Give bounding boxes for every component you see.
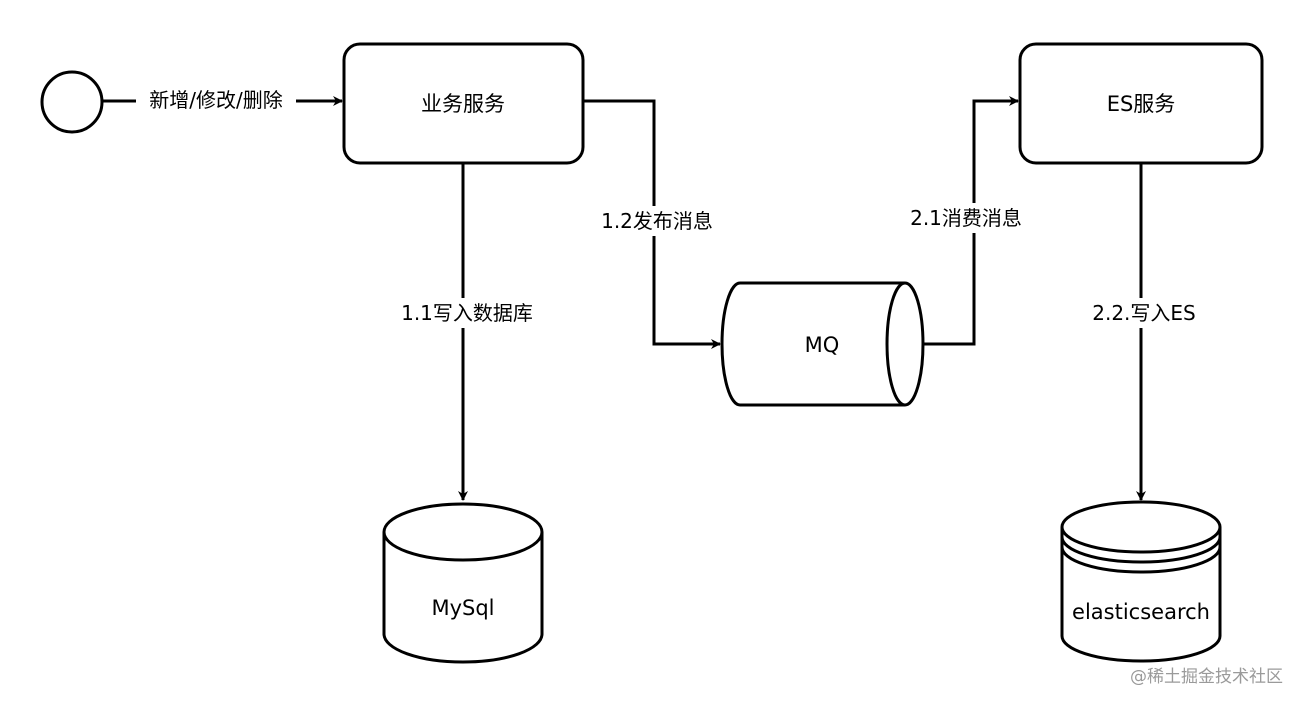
es-service-node[interactable]: ES服务 xyxy=(1018,42,1264,165)
biz-service-label: 业务服务 xyxy=(421,92,505,116)
edge-mq-to-es: 2.1消费消息 xyxy=(904,96,1030,346)
edge-label-bg xyxy=(391,298,541,328)
biz-service-node[interactable]: 业务服务 xyxy=(342,42,585,165)
edge-label-bg xyxy=(136,86,296,114)
process-box xyxy=(342,42,585,165)
database-cylinder-body xyxy=(382,502,544,664)
database-cylinder-body xyxy=(1060,500,1222,663)
mysql-label: MySql xyxy=(431,596,494,620)
watermark-text: @稀土掘金技术社区 xyxy=(1130,667,1283,687)
edge-label-bg xyxy=(1082,298,1208,328)
mq-label: MQ xyxy=(805,333,840,357)
edge-label-mq-to-es: 2.1消费消息 xyxy=(910,206,1022,230)
edge-label-bg xyxy=(594,206,720,236)
database-cylinder-rim xyxy=(1060,526,1222,554)
mq-queue-node[interactable]: MQ xyxy=(720,281,925,407)
database-cylinder-ring xyxy=(1060,546,1222,574)
start-event-circle xyxy=(40,70,104,134)
edge-label-biz-to-mq: 1.2发布消息 xyxy=(601,209,713,233)
queue-cylinder-end xyxy=(885,281,906,407)
elasticsearch-label: elasticsearch xyxy=(1072,600,1210,624)
edge-label-es-to-elasticsearch: 2.2.写入ES xyxy=(1092,301,1196,325)
process-box xyxy=(1018,42,1264,165)
edge-biz-to-mq: 1.2发布消息 xyxy=(583,99,721,349)
edge-start-to-biz: 新增/修改/删除 xyxy=(103,86,343,114)
database-cylinder-ring xyxy=(1060,536,1222,564)
database-cylinder-rim xyxy=(382,531,544,562)
edge-label-bg xyxy=(904,203,1030,233)
start-event-node[interactable] xyxy=(40,70,104,134)
es-service-label: ES服务 xyxy=(1107,92,1176,116)
edge-label-biz-to-mysql: 1.1写入数据库 xyxy=(401,301,533,325)
elasticsearch-database-node[interactable]: elasticsearch xyxy=(1060,500,1222,663)
edge-biz-to-mysql: 1.1写入数据库 xyxy=(391,163,541,501)
edge-es-to-elasticsearch: 2.2.写入ES xyxy=(1082,163,1208,501)
mysql-database-node[interactable]: MySql xyxy=(382,502,544,664)
edge-label-start-to-biz: 新增/修改/删除 xyxy=(149,88,282,112)
